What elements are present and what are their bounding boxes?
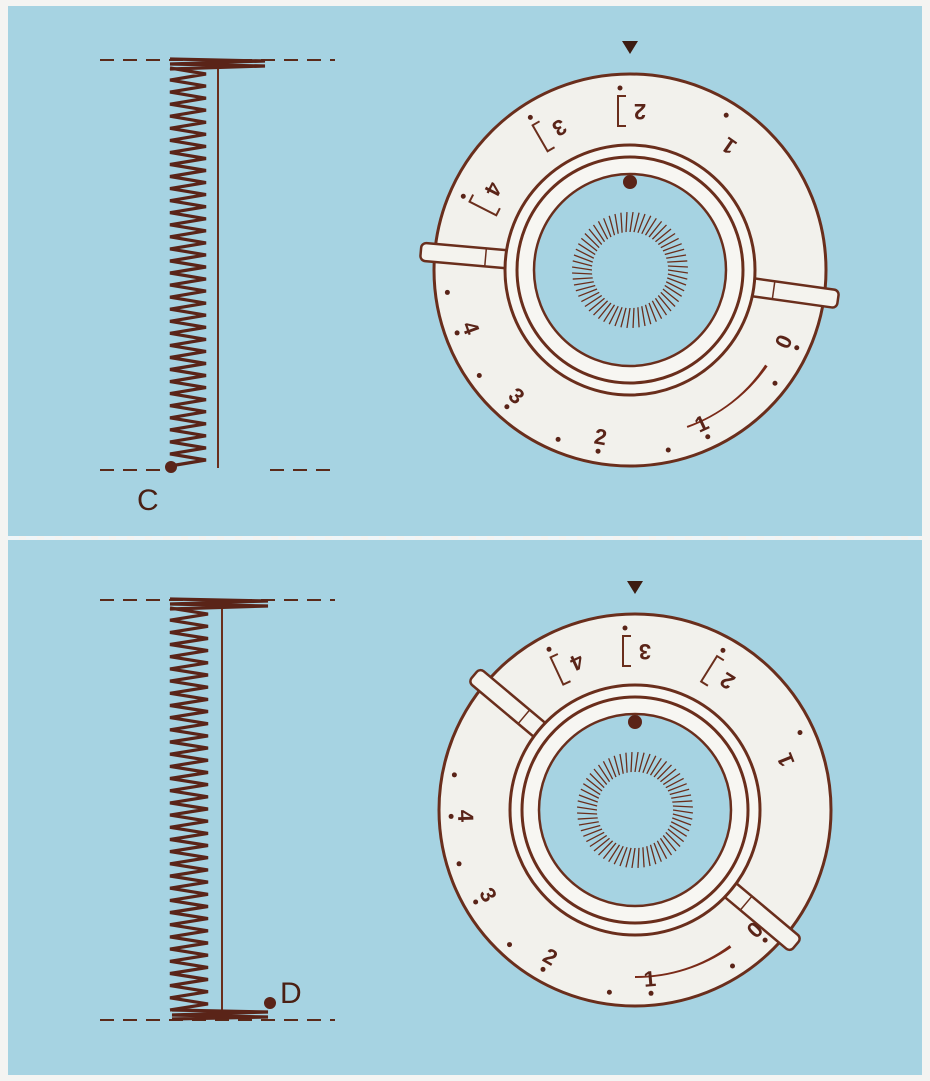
svg-text:2: 2 [634, 99, 646, 124]
bottom-buttonhole-mark-3: 3 [622, 625, 651, 667]
bottom-scale-dot [730, 963, 736, 969]
top-dial-pointer-icon [622, 41, 638, 54]
top-scale-dot [665, 447, 671, 453]
top-knurled-knob[interactable] [571, 211, 689, 329]
bottom-end-point-dot [264, 997, 276, 1009]
top-scale-dot [476, 373, 482, 379]
top-bartack [169, 57, 266, 71]
bottom-scale-dot [540, 966, 546, 972]
top-scale-dot [504, 404, 510, 410]
bottom-scale-dot [448, 813, 454, 819]
bottom-scale-dot [473, 899, 479, 905]
top-scale-dot [595, 448, 601, 454]
bottom-bartack-bottom [171, 1008, 269, 1021]
top-scale-number-2: 2 [592, 424, 608, 451]
bottom-scale-dot [762, 937, 768, 943]
top-scale-dot [772, 380, 778, 386]
bottom-dial-pointer-icon [627, 581, 643, 594]
top-point-label: C [137, 484, 159, 517]
top-buttonhole-mark-2: 2 [617, 85, 646, 127]
top-start-point-dot [165, 461, 177, 473]
bottom-scale-dot [507, 942, 513, 948]
top-stitch-diagram: C [100, 57, 335, 517]
bottom-scale-dot [456, 861, 462, 867]
top-scale-dot [555, 436, 561, 442]
bottom-scale-number-4: 4 [453, 809, 478, 823]
top-zigzag-stitch [169, 66, 207, 468]
bottom-scale-dot [606, 989, 612, 995]
svg-text:3: 3 [639, 639, 651, 664]
bottom-scale-dot [648, 990, 654, 996]
bottom-index-dot [628, 715, 642, 729]
bottom-knurled-knob[interactable] [576, 751, 694, 869]
bottom-scale-dot [451, 772, 457, 778]
top-scale-dot [794, 345, 800, 351]
top-scale-dot [444, 289, 450, 295]
bottom-bartack-top [169, 597, 269, 611]
top-scale-dot [705, 434, 711, 440]
bottom-stitch-diagram: D [100, 597, 335, 1021]
top-scale-dot [454, 330, 460, 336]
top-index-dot [623, 175, 637, 189]
bottom-point-label: D [280, 977, 302, 1010]
bottom-zigzag-stitch [169, 606, 209, 1012]
bottom-scale-number-1: 1 [643, 966, 657, 992]
